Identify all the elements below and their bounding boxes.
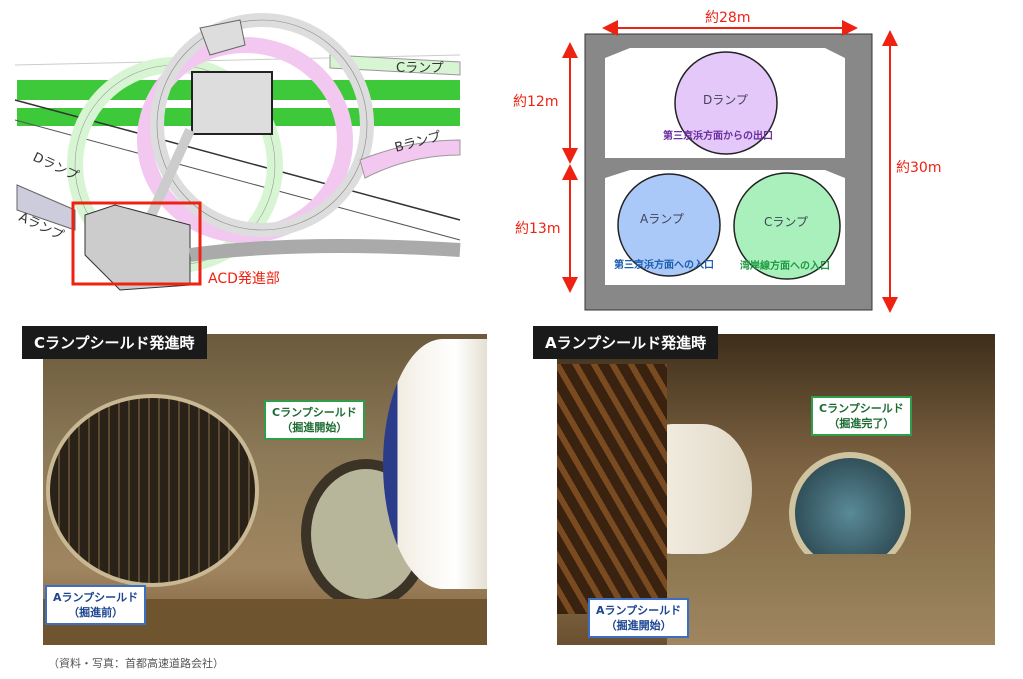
callout-status: （掘進完了） [828,417,895,430]
d-ramp-tunnel-label: Dランプ [703,93,748,107]
a-ramp-description: 第三京浜方面への入口 [614,258,714,271]
photo1-c-shield-callout: Cランプシールド （掘進開始） [264,400,365,440]
width-dimension: 約28m [705,10,750,26]
site-plan-map: Cランプ Bランプ Dランプ Aランプ ACD発進部 [14,13,461,291]
callout-label: Cランプシールド [272,406,357,419]
c-ramp-tunnel-opening [789,452,911,574]
photo1-title: Cランプシールド発進時 [22,326,207,359]
launch-area-label: ACD発進部 [208,271,280,287]
callout-status: （掘進開始） [605,619,672,632]
c-ramp-shield-body [383,339,487,589]
a-ramp-shaft-opening [46,394,259,587]
upper-height-dimension: 約12m [513,94,558,110]
photo1-a-shield-callout: Aランプシールド （掘進前） [45,585,147,625]
callout-label: Aランプシールド [596,604,682,617]
lower-height-dimension: 約13m [515,221,560,237]
photo2-a-shield-callout: Aランプシールド （掘進開始） [588,598,690,638]
source-caption: （資料・写真：首都高速道路会社） [48,657,224,670]
c-ramp-description: 湾岸線方面への入口 [740,259,830,272]
a-ramp-shield-body [652,424,752,554]
a-ramp-tunnel-label: Aランプ [640,212,684,226]
cross-section-diagram: 約28m 約12m 約13m 約30m Dランプ 第三京浜方面からの出口 Aラン… [513,10,941,313]
c-ramp-label: Cランプ [396,61,444,76]
callout-label: Cランプシールド [819,402,904,415]
photo2-c-shield-callout: Cランプシールド （掘進完了） [811,396,912,436]
callout-status: （掘進開始） [281,421,348,434]
photo-c-ramp-launch [43,334,487,645]
c-ramp-tunnel-label: Cランプ [764,215,808,229]
callout-status: （掘進前） [68,606,124,619]
photo-a-ramp-launch [557,334,995,645]
total-height-dimension: 約30m [896,160,941,176]
d-ramp-description: 第三京浜方面からの出口 [663,129,773,142]
photo2-title: Aランプシールド発進時 [533,326,719,359]
callout-label: Aランプシールド [53,591,139,604]
